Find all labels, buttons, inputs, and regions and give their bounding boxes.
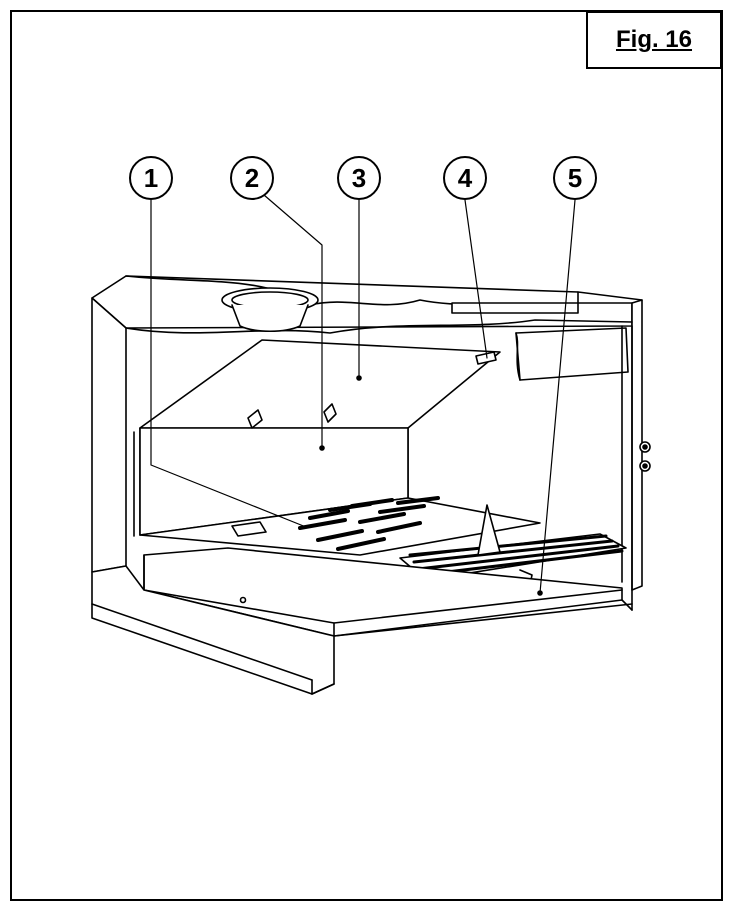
- housing-top: [91, 275, 633, 329]
- callout-4-number: 4: [458, 163, 473, 193]
- grate: [139, 497, 541, 556]
- figure-label: Fig. 16: [615, 26, 693, 53]
- bowl-body: [231, 304, 309, 333]
- housing-left-side: [91, 297, 127, 573]
- leader-1: [150, 199, 307, 528]
- callout-3-number: 3: [352, 163, 366, 193]
- tray-hole: [239, 596, 247, 604]
- clip-left: [247, 409, 263, 429]
- pin: [475, 351, 497, 365]
- leader-5: [539, 199, 576, 594]
- callout-1: 1: [129, 156, 173, 200]
- leader-4: [464, 199, 488, 359]
- callout-5-number: 5: [568, 163, 582, 193]
- callout-2-number: 2: [245, 163, 259, 193]
- callout-4: 4: [443, 156, 487, 200]
- center-fin: [477, 504, 501, 556]
- callout-5: 5: [553, 156, 597, 200]
- callout-1-number: 1: [144, 163, 158, 193]
- figure-label-box: Fig. 16: [586, 11, 722, 69]
- clip-right: [323, 403, 337, 423]
- top-rail: [451, 302, 579, 314]
- upper-cover: [139, 339, 501, 429]
- callout-3: 3: [337, 156, 381, 200]
- callout-2: 2: [230, 156, 274, 200]
- page-frame: [10, 10, 723, 901]
- base-runner: [91, 565, 335, 695]
- leader-2: [263, 194, 323, 449]
